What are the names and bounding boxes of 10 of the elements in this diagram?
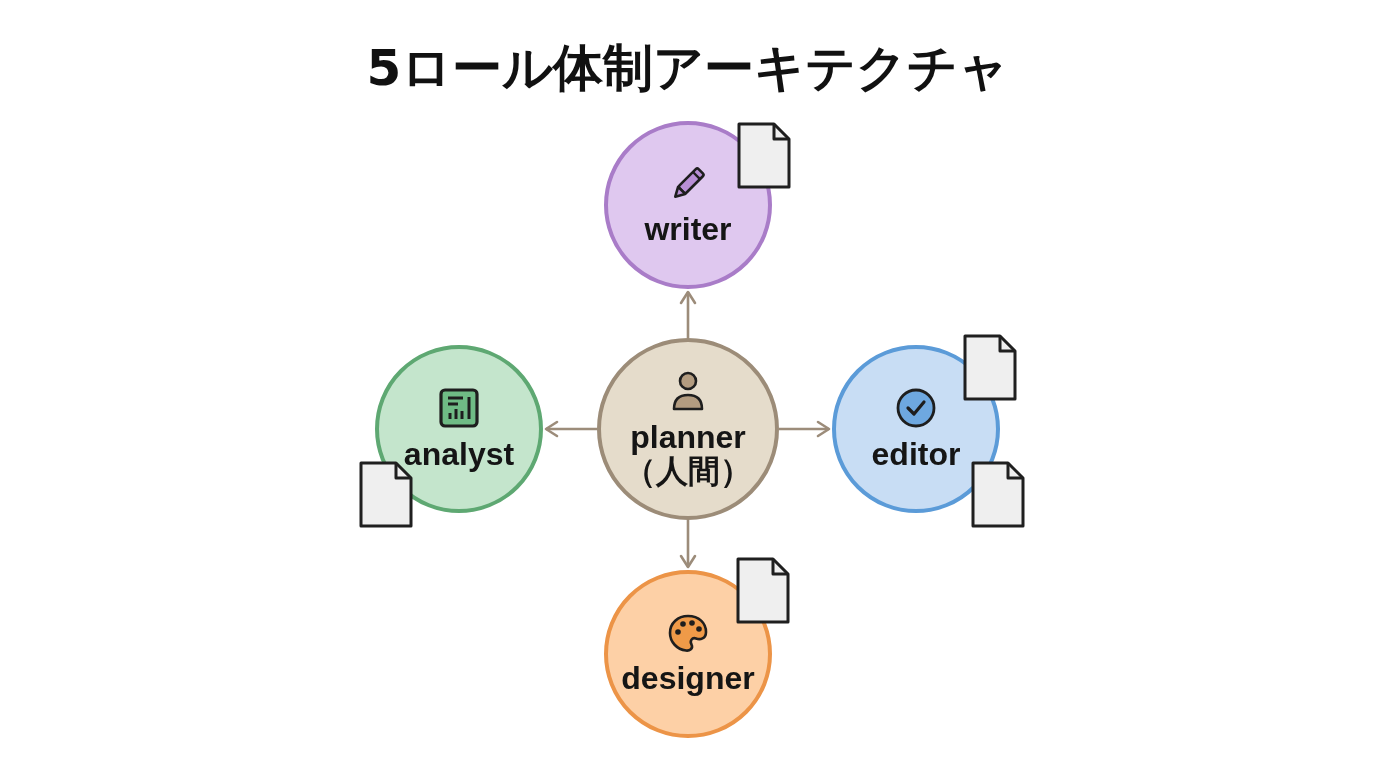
node-label: planner （人間）: [623, 420, 753, 488]
node-label: editor: [871, 437, 961, 471]
node-label: writer: [644, 212, 732, 246]
node-label: designer: [621, 661, 755, 695]
arrow: [544, 420, 597, 438]
node-label: analyst: [403, 437, 515, 471]
title: 5ロール体制アーキテクチャ: [365, 38, 1011, 98]
arrow: [679, 520, 697, 569]
arrow: [779, 420, 831, 438]
arrow: [679, 290, 697, 338]
